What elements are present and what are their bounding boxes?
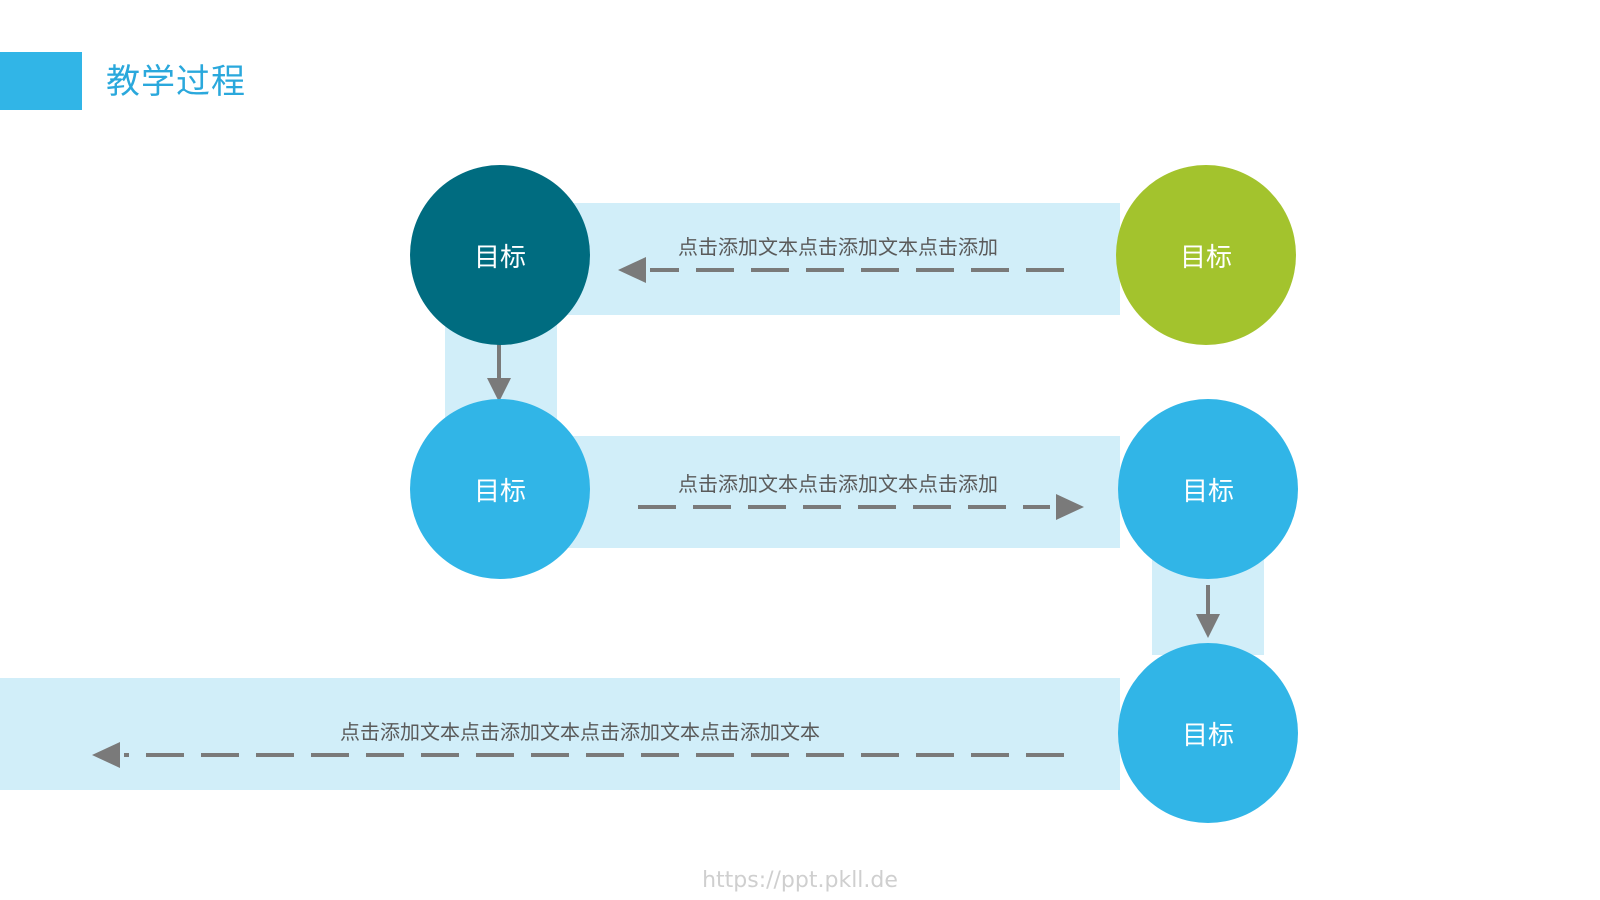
band-row-2 (560, 436, 1120, 548)
goal-node-label: 目标 (473, 242, 526, 273)
goal-node-label: 目标 (1181, 476, 1234, 507)
goal-node-blue-mid-right: 目标 (1118, 399, 1298, 579)
band-row-3 (0, 678, 1120, 790)
footer-url: https://ppt.pkll.de (702, 868, 898, 893)
arrow-row-3 (92, 742, 1064, 768)
arrow-down-left (487, 344, 511, 402)
goal-node-blue-mid-left: 目标 (410, 399, 590, 579)
arrow-row-1 (618, 257, 1064, 283)
arrow-down-right (1196, 585, 1220, 638)
band-row-1 (560, 203, 1120, 315)
goal-node-label: 目标 (1181, 720, 1234, 751)
arrow-row-2 (638, 494, 1084, 520)
title-accent-block (0, 52, 82, 110)
flow-label-2: 点击添加文本点击添加文本点击添加 (678, 472, 998, 496)
goal-node-label: 目标 (1179, 242, 1232, 273)
slide-title: 教学过程 (106, 62, 246, 102)
goal-node-label: 目标 (473, 476, 526, 507)
goal-node-lime: 目标 (1116, 165, 1296, 345)
flow-label-1: 点击添加文本点击添加文本点击添加 (678, 235, 998, 259)
goal-node-dark-teal: 目标 (410, 165, 590, 345)
goal-node-blue-bottom: 目标 (1118, 643, 1298, 823)
flow-label-3: 点击添加文本点击添加文本点击添加文本点击添加文本 (340, 720, 820, 744)
